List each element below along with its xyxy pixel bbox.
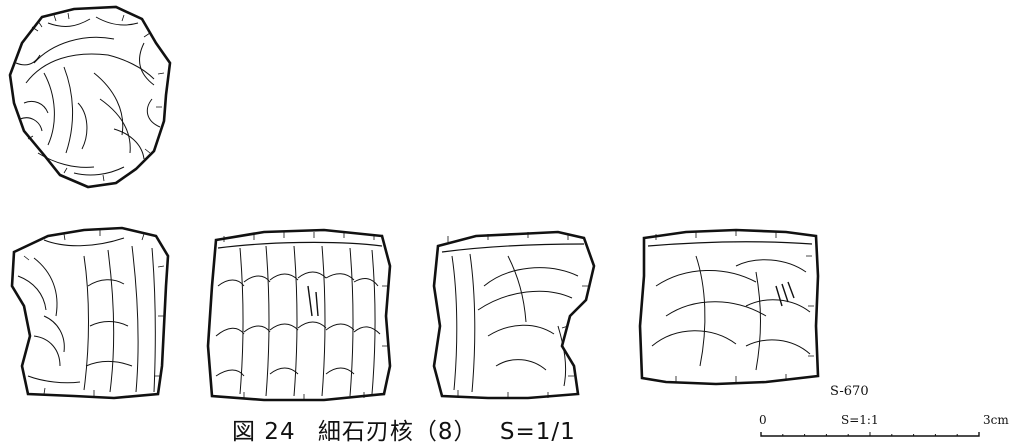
scale-bar-line (760, 432, 980, 437)
microblade-core-back-view (636, 226, 820, 390)
figure-scale-note: S=1/1 (499, 419, 576, 445)
specimen-id: S-670 (830, 384, 869, 399)
scale-bar: 0 S=1:1 3cm (757, 413, 1019, 441)
scale-end-label: 3cm (983, 413, 1009, 427)
scale-start-label: 0 (759, 413, 767, 427)
microblade-core-right-side-view (428, 226, 604, 406)
microblade-core-left-side-view (4, 226, 178, 406)
microblade-core-top-view (4, 3, 174, 195)
scale-ratio-label: S=1:1 (841, 413, 879, 427)
microblade-core-front-view (204, 226, 396, 406)
figure-caption: 図 24 細石刃核（8） S=1/1 (232, 412, 590, 446)
figure-title: 細石刃核（8） (317, 419, 478, 445)
figure-number: 図 24 (232, 419, 296, 445)
